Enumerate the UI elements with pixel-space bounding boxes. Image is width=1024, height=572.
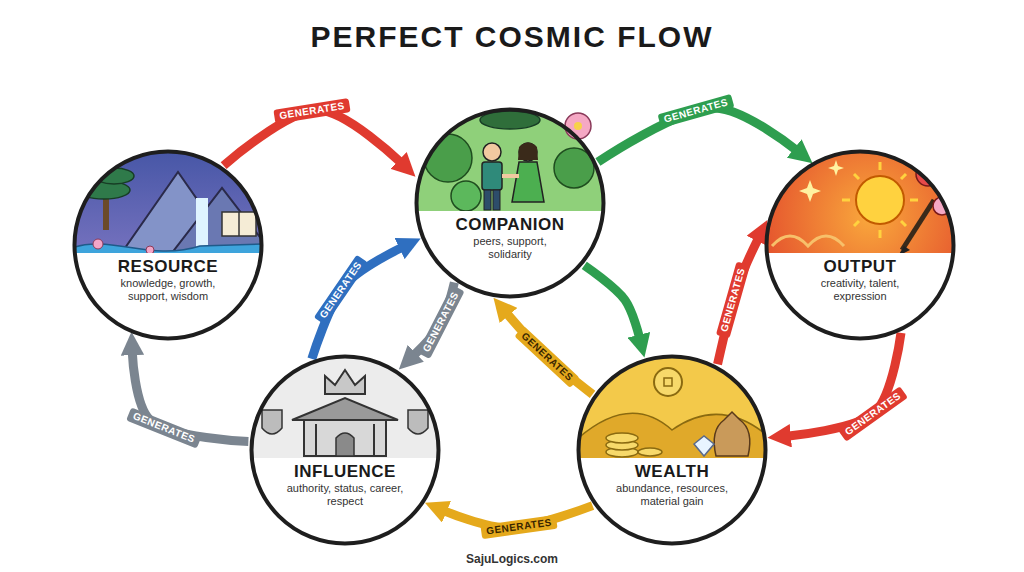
- coin-stack: [638, 448, 662, 456]
- generates-arrow: [312, 248, 402, 359]
- coin-stack: [606, 433, 638, 443]
- ray: [879, 162, 882, 170]
- blossom: [565, 113, 591, 139]
- diagram-title: PERFECT COSMIC FLOW: [0, 20, 1024, 54]
- element-circle: COMPANIONpeers, support, solidarity: [414, 107, 606, 299]
- palace-roof: [292, 398, 398, 420]
- generates-arrow: [224, 110, 400, 166]
- node-heading: RESOURCE: [98, 257, 238, 277]
- brush-handle: [902, 200, 934, 250]
- blossom-center: [574, 122, 582, 130]
- generates-arrow: [584, 265, 639, 336]
- element-circle: RESOURCEknowledge, growth, support, wisd…: [72, 149, 264, 341]
- coin-hole: [664, 378, 672, 386]
- wave: [772, 236, 844, 246]
- flower: [565, 113, 591, 139]
- node-heading: OUTPUT: [790, 257, 930, 277]
- element-circle: OUTPUTcreativity, talent, expression: [764, 149, 956, 341]
- edge-label: GENERATES: [273, 98, 350, 124]
- node-description: creativity, talent, expression: [801, 277, 919, 303]
- circle-outline-svg: [249, 354, 441, 546]
- person-hair: [518, 143, 538, 161]
- person-head: [483, 143, 501, 161]
- node-description: abundance, resources, material gain: [613, 482, 731, 508]
- lotus: [93, 239, 103, 249]
- text-block: OUTPUTcreativity, talent, expression: [790, 257, 930, 303]
- crown: [325, 370, 365, 394]
- circle-outline-svg: [414, 107, 606, 299]
- sun-rays: [842, 162, 918, 238]
- node-heading: INFLUENCE: [275, 462, 415, 482]
- generates-arrow: [507, 314, 592, 394]
- edge-label: GENERATES: [658, 94, 735, 128]
- tree: [424, 134, 472, 182]
- shield: [262, 410, 282, 434]
- person-leg: [484, 190, 491, 210]
- text-block: INFLUENCEauthority, status, career, resp…: [275, 462, 415, 508]
- edge-label: GENERATES: [716, 262, 750, 339]
- ray: [854, 174, 859, 179]
- node-description: authority, status, career, respect: [286, 482, 404, 508]
- book-spine: [238, 212, 240, 236]
- circle-outline: [417, 110, 604, 297]
- circle-outline-svg: [764, 149, 956, 341]
- node-heading: COMPANION: [440, 215, 580, 235]
- node-description: knowledge, growth, support, wisdom: [109, 277, 227, 303]
- text-block: WEALTHabundance, resources, material gai…: [602, 462, 742, 508]
- node-heading: WEALTH: [602, 462, 742, 482]
- column: [373, 424, 375, 456]
- influence-illustration: [249, 354, 441, 558]
- coin: [654, 368, 682, 396]
- sun: [856, 176, 904, 224]
- resource-illustration: [72, 149, 276, 353]
- edge-label: GENERATES: [515, 326, 580, 388]
- element-circle: WEALTHabundance, resources, material gai…: [576, 354, 768, 546]
- output-illustration: [764, 149, 956, 353]
- circle-outline: [75, 152, 262, 339]
- text-block: RESOURCEknowledge, growth, support, wisd…: [98, 257, 238, 303]
- column: [315, 424, 317, 456]
- edge-label: GENERATES: [314, 255, 368, 326]
- rice-bag: [714, 412, 750, 456]
- edge-label: GENERATES: [480, 515, 557, 539]
- book: [222, 212, 256, 236]
- sparkle: [799, 180, 821, 202]
- node-description: peers, support, solidarity: [451, 235, 569, 261]
- edge-label: GENERATES: [418, 285, 465, 359]
- companion-illustration: [414, 107, 606, 311]
- person-leg: [493, 190, 500, 210]
- palace-door: [336, 433, 354, 456]
- circle-outline: [252, 357, 439, 544]
- palace-body: [304, 420, 386, 456]
- ray: [879, 230, 882, 238]
- circle-outline: [767, 152, 954, 339]
- ray: [854, 221, 859, 226]
- edge-label: GENERATES: [838, 386, 908, 442]
- holding-hands: [502, 174, 519, 178]
- text-block: COMPANIONpeers, support, solidarity: [440, 215, 580, 261]
- shield: [408, 410, 428, 434]
- person-body: [482, 162, 502, 190]
- generates-arrow: [789, 333, 901, 436]
- person-head: [519, 143, 537, 161]
- lotus: [146, 246, 154, 254]
- edge-label: GENERATES: [126, 407, 202, 448]
- ray: [901, 174, 906, 179]
- ray: [842, 199, 850, 202]
- diamond: [694, 436, 714, 456]
- circle-outline-svg: [72, 149, 264, 341]
- element-circle: INFLUENCEauthority, status, career, resp…: [249, 354, 441, 546]
- ray: [910, 199, 918, 202]
- wealth-illustration: [576, 354, 768, 558]
- diagram-caption: SajuLogics.com: [0, 552, 1024, 566]
- sparkle: [828, 160, 844, 176]
- person-dress: [512, 162, 544, 202]
- circle-outline: [579, 357, 766, 544]
- circle-outline-svg: [576, 354, 768, 546]
- tree: [451, 181, 481, 211]
- ray: [901, 221, 906, 226]
